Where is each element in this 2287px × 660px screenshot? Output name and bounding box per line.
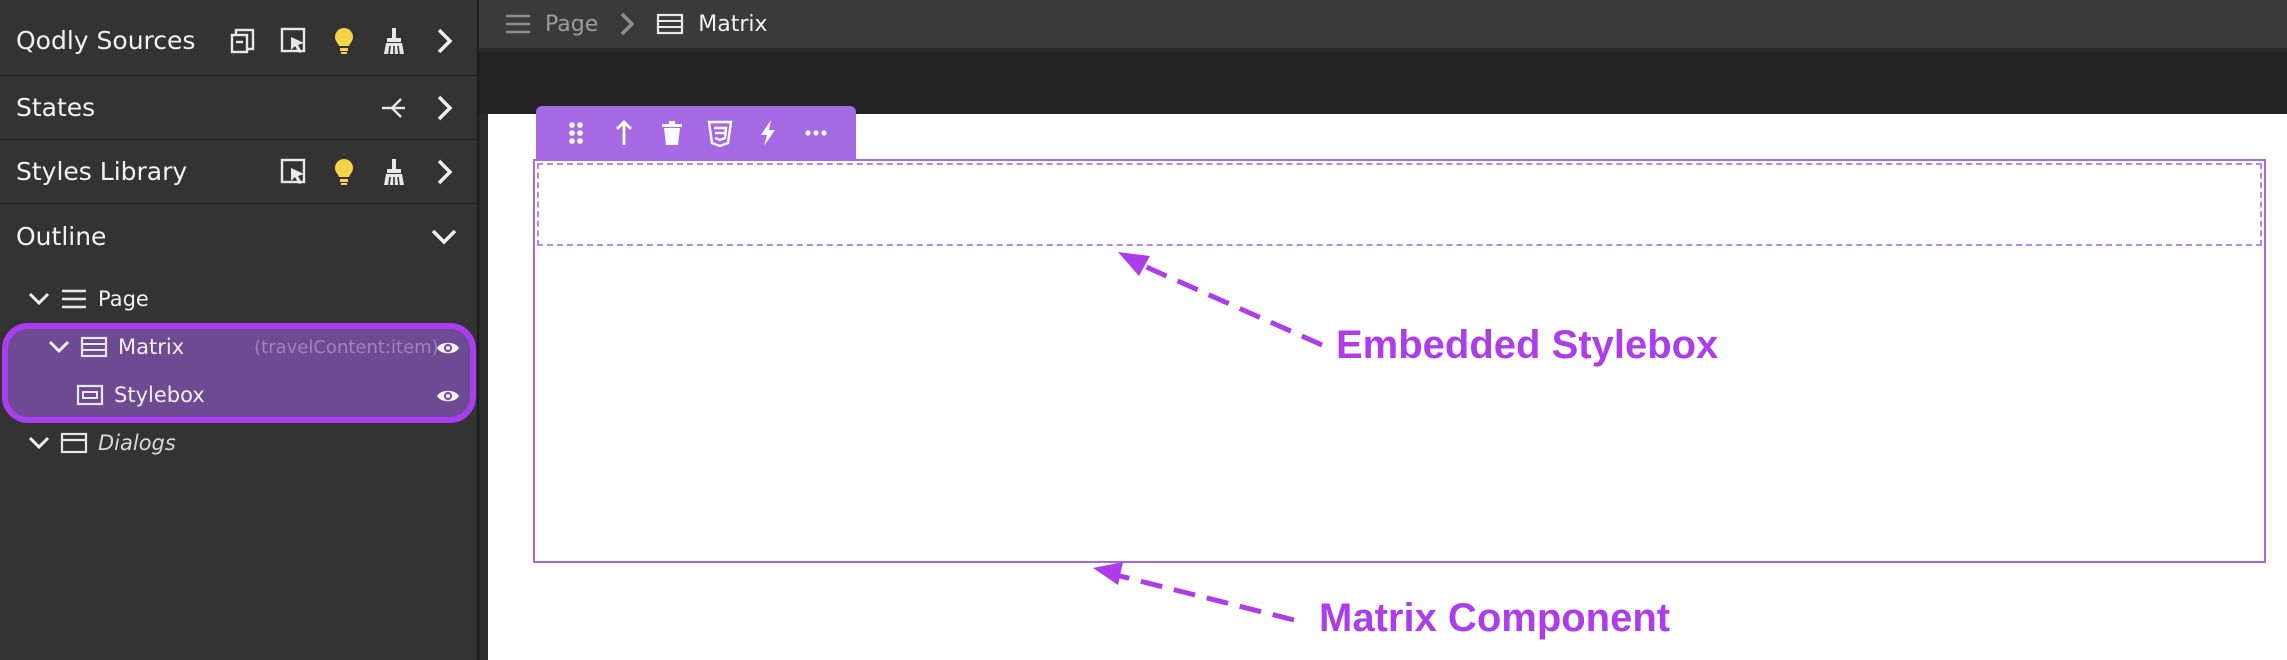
lightbulb-icon[interactable] (329, 26, 359, 56)
select-parent-icon[interactable] (609, 118, 639, 148)
embedded-stylebox[interactable] (537, 163, 2262, 246)
matrix-icon (657, 13, 684, 35)
trash-icon[interactable] (657, 118, 687, 148)
panel-styles-library[interactable]: Styles Library (0, 140, 477, 204)
panel-qodly-sources[interactable]: Qodly Sources (0, 0, 477, 76)
matrix-component[interactable] (533, 159, 2266, 563)
dialog-icon (60, 432, 88, 454)
chevron-right-icon[interactable] (429, 157, 459, 187)
lightbulb-icon[interactable] (329, 157, 359, 187)
component-toolbar (536, 106, 856, 160)
annotation-embedded-stylebox: Embedded Stylebox (1336, 323, 1719, 367)
branch-icon[interactable] (379, 93, 409, 123)
outline-label: Dialogs (98, 431, 176, 455)
panel-title: States (16, 93, 96, 122)
datasource-hint: (travelContent:item) (254, 336, 439, 358)
chevron-down-icon[interactable] (26, 430, 52, 456)
panel-title: Outline (16, 221, 107, 251)
page-icon (62, 289, 86, 309)
outline-item-page[interactable]: Page (26, 277, 149, 321)
outline-item-dialogs[interactable]: Dialogs (26, 421, 176, 465)
panel-title: Styles Library (16, 157, 188, 186)
sidebar: Qodly Sources States (0, 0, 479, 660)
breadcrumb: Page Matrix (479, 0, 2287, 50)
outline-item-matrix[interactable]: Matrix (travelContent:item) (46, 325, 439, 369)
annotation-matrix-component: Matrix Component (1319, 596, 1671, 640)
more-icon[interactable] (801, 118, 831, 148)
select-cursor-icon[interactable] (279, 157, 309, 187)
chevron-down-icon[interactable] (46, 334, 72, 360)
drag-handle-icon[interactable] (561, 118, 591, 148)
panel-title: Qodly Sources (16, 26, 196, 55)
broom-icon[interactable] (379, 26, 409, 56)
page-icon (506, 14, 530, 34)
lightning-icon[interactable] (753, 118, 783, 148)
chevron-down-icon[interactable] (26, 286, 52, 312)
matrix-icon (80, 336, 108, 358)
chevron-right-icon (621, 12, 635, 36)
chevron-right-icon[interactable] (429, 26, 459, 56)
broom-icon[interactable] (379, 157, 409, 187)
breadcrumb-page[interactable]: Page (545, 11, 599, 37)
breadcrumb-current: Matrix (698, 11, 768, 37)
copy-icon[interactable] (229, 26, 259, 56)
outline-item-stylebox[interactable]: Stylebox (76, 373, 205, 417)
stylebox-icon (76, 384, 104, 406)
outline-label: Stylebox (114, 383, 205, 407)
select-cursor-icon[interactable] (279, 26, 309, 56)
page-canvas[interactable] (488, 114, 2287, 660)
outline-label: Matrix (118, 335, 185, 359)
chevron-right-icon[interactable] (429, 93, 459, 123)
eye-icon[interactable] (436, 384, 460, 408)
panel-outline[interactable]: Outline (0, 204, 477, 268)
eye-icon[interactable] (436, 336, 460, 360)
css-icon[interactable] (705, 118, 735, 148)
panel-states[interactable]: States (0, 76, 477, 140)
chevron-down-icon[interactable] (429, 221, 459, 251)
canvas-gutter (479, 52, 2287, 114)
outline-label: Page (98, 287, 149, 311)
